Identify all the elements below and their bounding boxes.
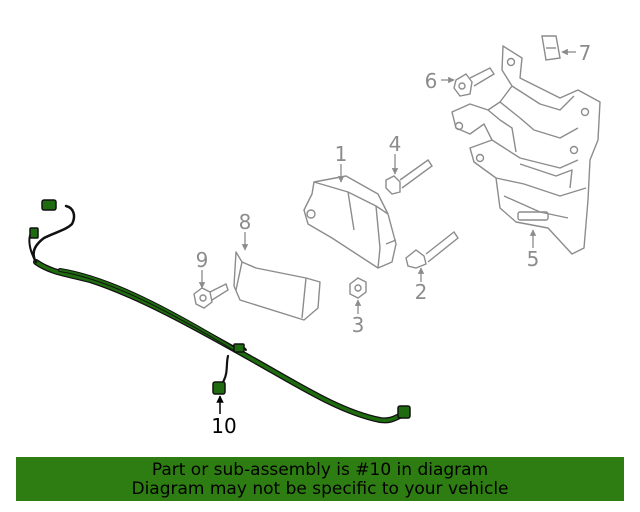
- banner-line-2: Diagram may not be specific to your vehi…: [131, 479, 509, 499]
- callout-3: 3: [352, 313, 365, 337]
- bolt-part-9: [193, 283, 229, 309]
- callout-8: 8: [239, 210, 252, 234]
- callout-9: 9: [196, 248, 209, 272]
- nut-part-3: [349, 277, 367, 299]
- bolt-part-6: [453, 67, 495, 97]
- bolt-part-2: [405, 230, 459, 269]
- callout-4: 4: [389, 132, 402, 156]
- callout-2: 2: [415, 280, 428, 304]
- callout-1: 1: [335, 142, 348, 166]
- clip-nut-part-7: [541, 35, 561, 61]
- callout-7: 7: [579, 41, 592, 65]
- callout-5: 5: [527, 247, 540, 271]
- wiring-harness-part-10: [28, 199, 411, 424]
- bracket-cover-part-8: [233, 251, 321, 321]
- mounting-bracket-part-5: [451, 45, 601, 255]
- bolt-part-4: [385, 159, 433, 195]
- banner-line-1: Part or sub-assembly is #10 in diagram: [151, 460, 489, 480]
- callout-6: 6: [425, 69, 438, 93]
- info-banner: Part or sub-assembly is #10 in diagram D…: [16, 457, 624, 501]
- callout-10: 10: [211, 414, 236, 438]
- sensor-module-part-1: [303, 175, 397, 269]
- leader-lines: [198, 48, 576, 314]
